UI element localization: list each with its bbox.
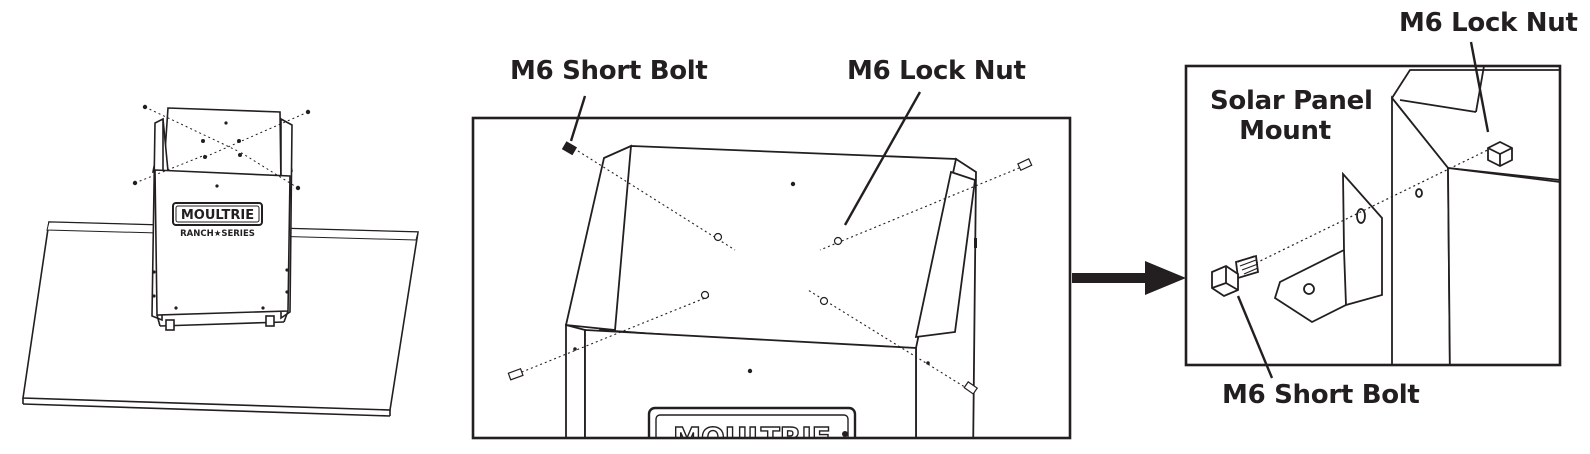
- right-detail-frame: [1184, 64, 1562, 367]
- right-bolt: [1211, 254, 1259, 298]
- callout-right-short-bolt: M6 Short Bolt: [1222, 380, 1420, 410]
- middle-back-panel: [598, 145, 957, 356]
- right-nut-leader: [1469, 41, 1490, 133]
- overview-logo-text: MOULTRIE: [181, 208, 254, 223]
- right-bolt-leader: [1236, 295, 1274, 379]
- right-feeder-side: [1447, 166, 1560, 365]
- overview-series-text: RANCH★SERIES: [180, 229, 255, 239]
- right-nut: [1487, 140, 1513, 168]
- solar-panel-mount-bracket: [1273, 171, 1383, 324]
- right-feeder-corner: [1391, 95, 1451, 365]
- callout-right-lock-nut: M6 Lock Nut: [1399, 8, 1578, 38]
- transition-arrow: [1072, 261, 1186, 295]
- callout-solar-panel-mount: Solar Panel Mount: [1210, 86, 1373, 146]
- callout-solar-panel-mount-line2: Mount: [1239, 116, 1331, 146]
- middle-detail-frame: [471, 116, 1072, 440]
- callout-middle-lock-nut: M6 Lock Nut: [847, 56, 1026, 86]
- middle-nut-leader: [843, 91, 922, 226]
- detail-view-right: [1184, 41, 1562, 379]
- feeder-front-panel: [154, 169, 291, 316]
- callout-solar-panel-mount-line1: Solar Panel: [1210, 86, 1373, 116]
- detail-view-middle: MOULTRIE: [471, 91, 1072, 454]
- middle-left-post: [564, 144, 633, 331]
- callout-middle-short-bolt: M6 Short Bolt: [510, 56, 708, 86]
- middle-bolt-leader: [569, 95, 587, 142]
- middle-logo-text: MOULTRIE: [673, 421, 831, 454]
- overview-feeder: MOULTRIE RANCH★SERIES: [22, 104, 419, 417]
